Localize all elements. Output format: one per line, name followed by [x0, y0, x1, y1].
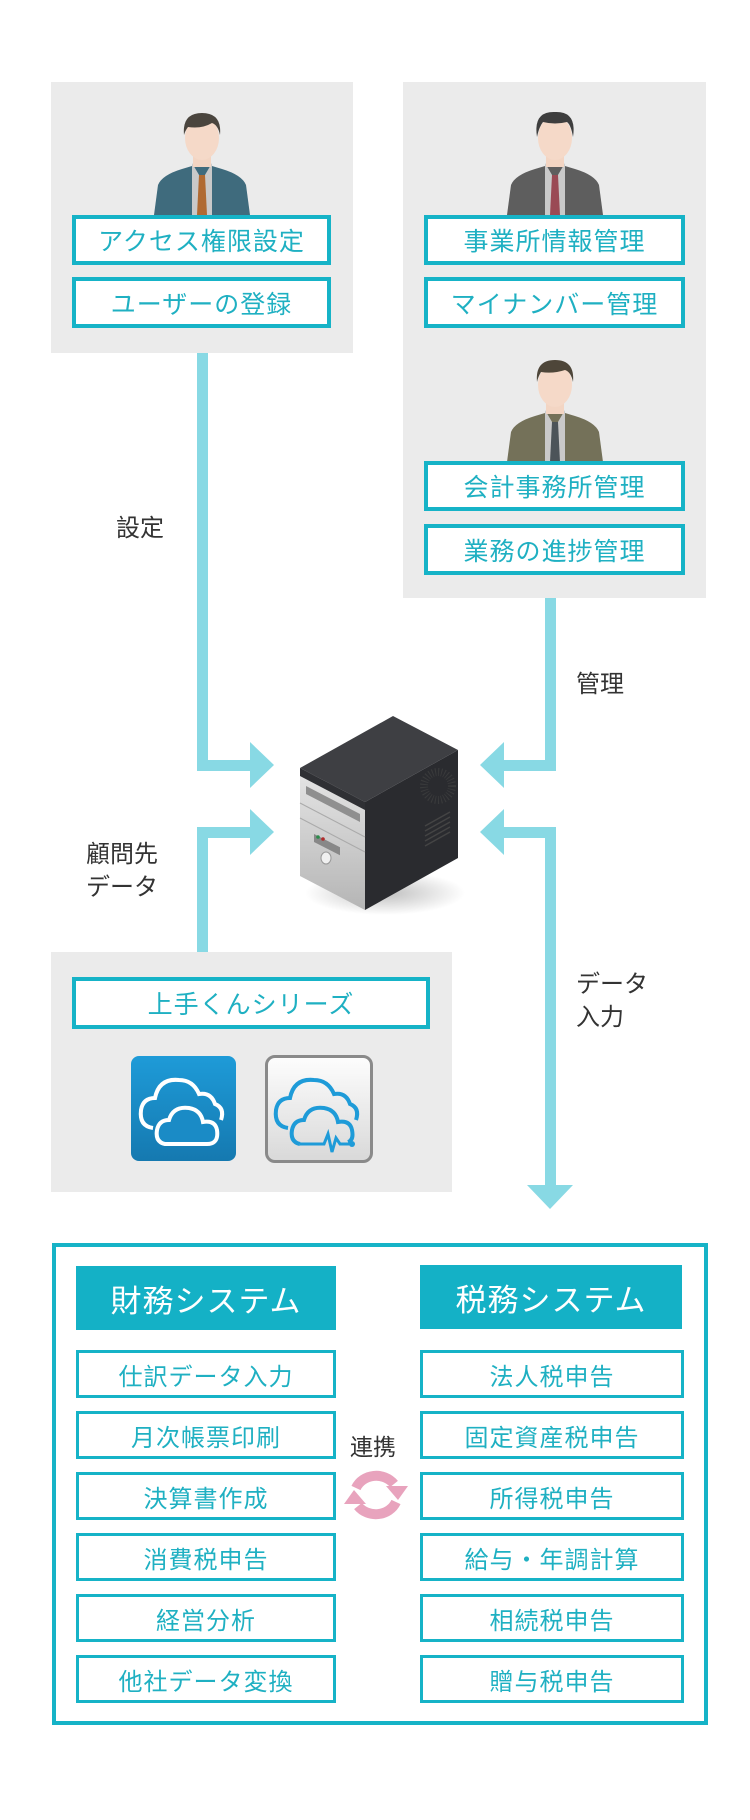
user-registration-button[interactable]: ユーザーの登録 [72, 277, 331, 328]
arrow-left-icon [480, 742, 504, 788]
tax-item[interactable]: 贈与税申告 [420, 1655, 684, 1703]
arrow-right-icon [250, 742, 274, 788]
tax-item[interactable]: 法人税申告 [420, 1350, 684, 1398]
tax-item[interactable]: 所得税申告 [420, 1472, 684, 1520]
cloud-app-icon[interactable] [131, 1056, 236, 1161]
arrow-right-icon [250, 809, 274, 855]
linkage-label: 連携 [350, 1435, 396, 1461]
cloud-glyph-icon [138, 1077, 225, 1146]
financial-item[interactable]: 決算書作成 [76, 1472, 336, 1520]
person-olive-suit-icon [507, 360, 603, 462]
management-connector-line-h [502, 760, 556, 771]
data-input-label-line1: データ [576, 970, 648, 998]
management-label: 管理 [576, 670, 624, 698]
tax-item[interactable]: 給与・年調計算 [420, 1533, 684, 1581]
financial-item[interactable]: 消費税申告 [76, 1533, 336, 1581]
data-input-connector-line-h [502, 827, 556, 838]
financial-system-header: 財務システム [76, 1266, 336, 1330]
accounting-office-management-button[interactable]: 会計事務所管理 [424, 461, 685, 511]
financial-item[interactable]: 経営分析 [76, 1594, 336, 1642]
sync-arrows-icon [344, 1470, 408, 1520]
server-tower-icon [299, 716, 465, 915]
tax-item[interactable]: 固定資産税申告 [420, 1411, 684, 1459]
settings-label: 設定 [116, 514, 164, 542]
settings-connector-line [197, 353, 208, 771]
access-permission-setting-button[interactable]: アクセス権限設定 [72, 215, 331, 265]
arrow-down-icon [527, 1185, 573, 1209]
cloud-monitor-app-icon[interactable] [265, 1055, 373, 1163]
client-data-connector-line-h [197, 827, 252, 838]
data-input-label-line2: 入力 [576, 1003, 624, 1031]
client-data-label-line2: データ [86, 873, 158, 901]
arrow-left-icon [480, 809, 504, 855]
settings-connector-line-h [197, 760, 252, 771]
client-data-connector-line [197, 827, 208, 952]
jouzukun-series-label: 上手くんシリーズ [72, 977, 430, 1029]
data-input-connector-line [545, 827, 556, 1187]
tax-system-header: 税務システム [420, 1265, 682, 1329]
person-blue-suit-icon [154, 113, 250, 215]
work-progress-management-button[interactable]: 業務の進捗管理 [424, 524, 685, 575]
client-data-label-line1: 顧問先 [86, 840, 158, 868]
management-connector-line [545, 598, 556, 771]
person-gray-suit-icon [507, 111, 603, 215]
financial-item[interactable]: 仕訳データ入力 [76, 1350, 336, 1398]
my-number-management-button[interactable]: マイナンバー管理 [424, 277, 685, 328]
financial-item[interactable]: 月次帳票印刷 [76, 1411, 336, 1459]
client-data-label: 顧問先 データ [86, 838, 158, 904]
cloud-pulse-glyph-icon [273, 1077, 360, 1153]
data-input-label: データ 入力 [576, 968, 648, 1034]
tax-item[interactable]: 相続税申告 [420, 1594, 684, 1642]
financial-item[interactable]: 他社データ変換 [76, 1655, 336, 1703]
office-info-management-button[interactable]: 事業所情報管理 [424, 215, 685, 265]
